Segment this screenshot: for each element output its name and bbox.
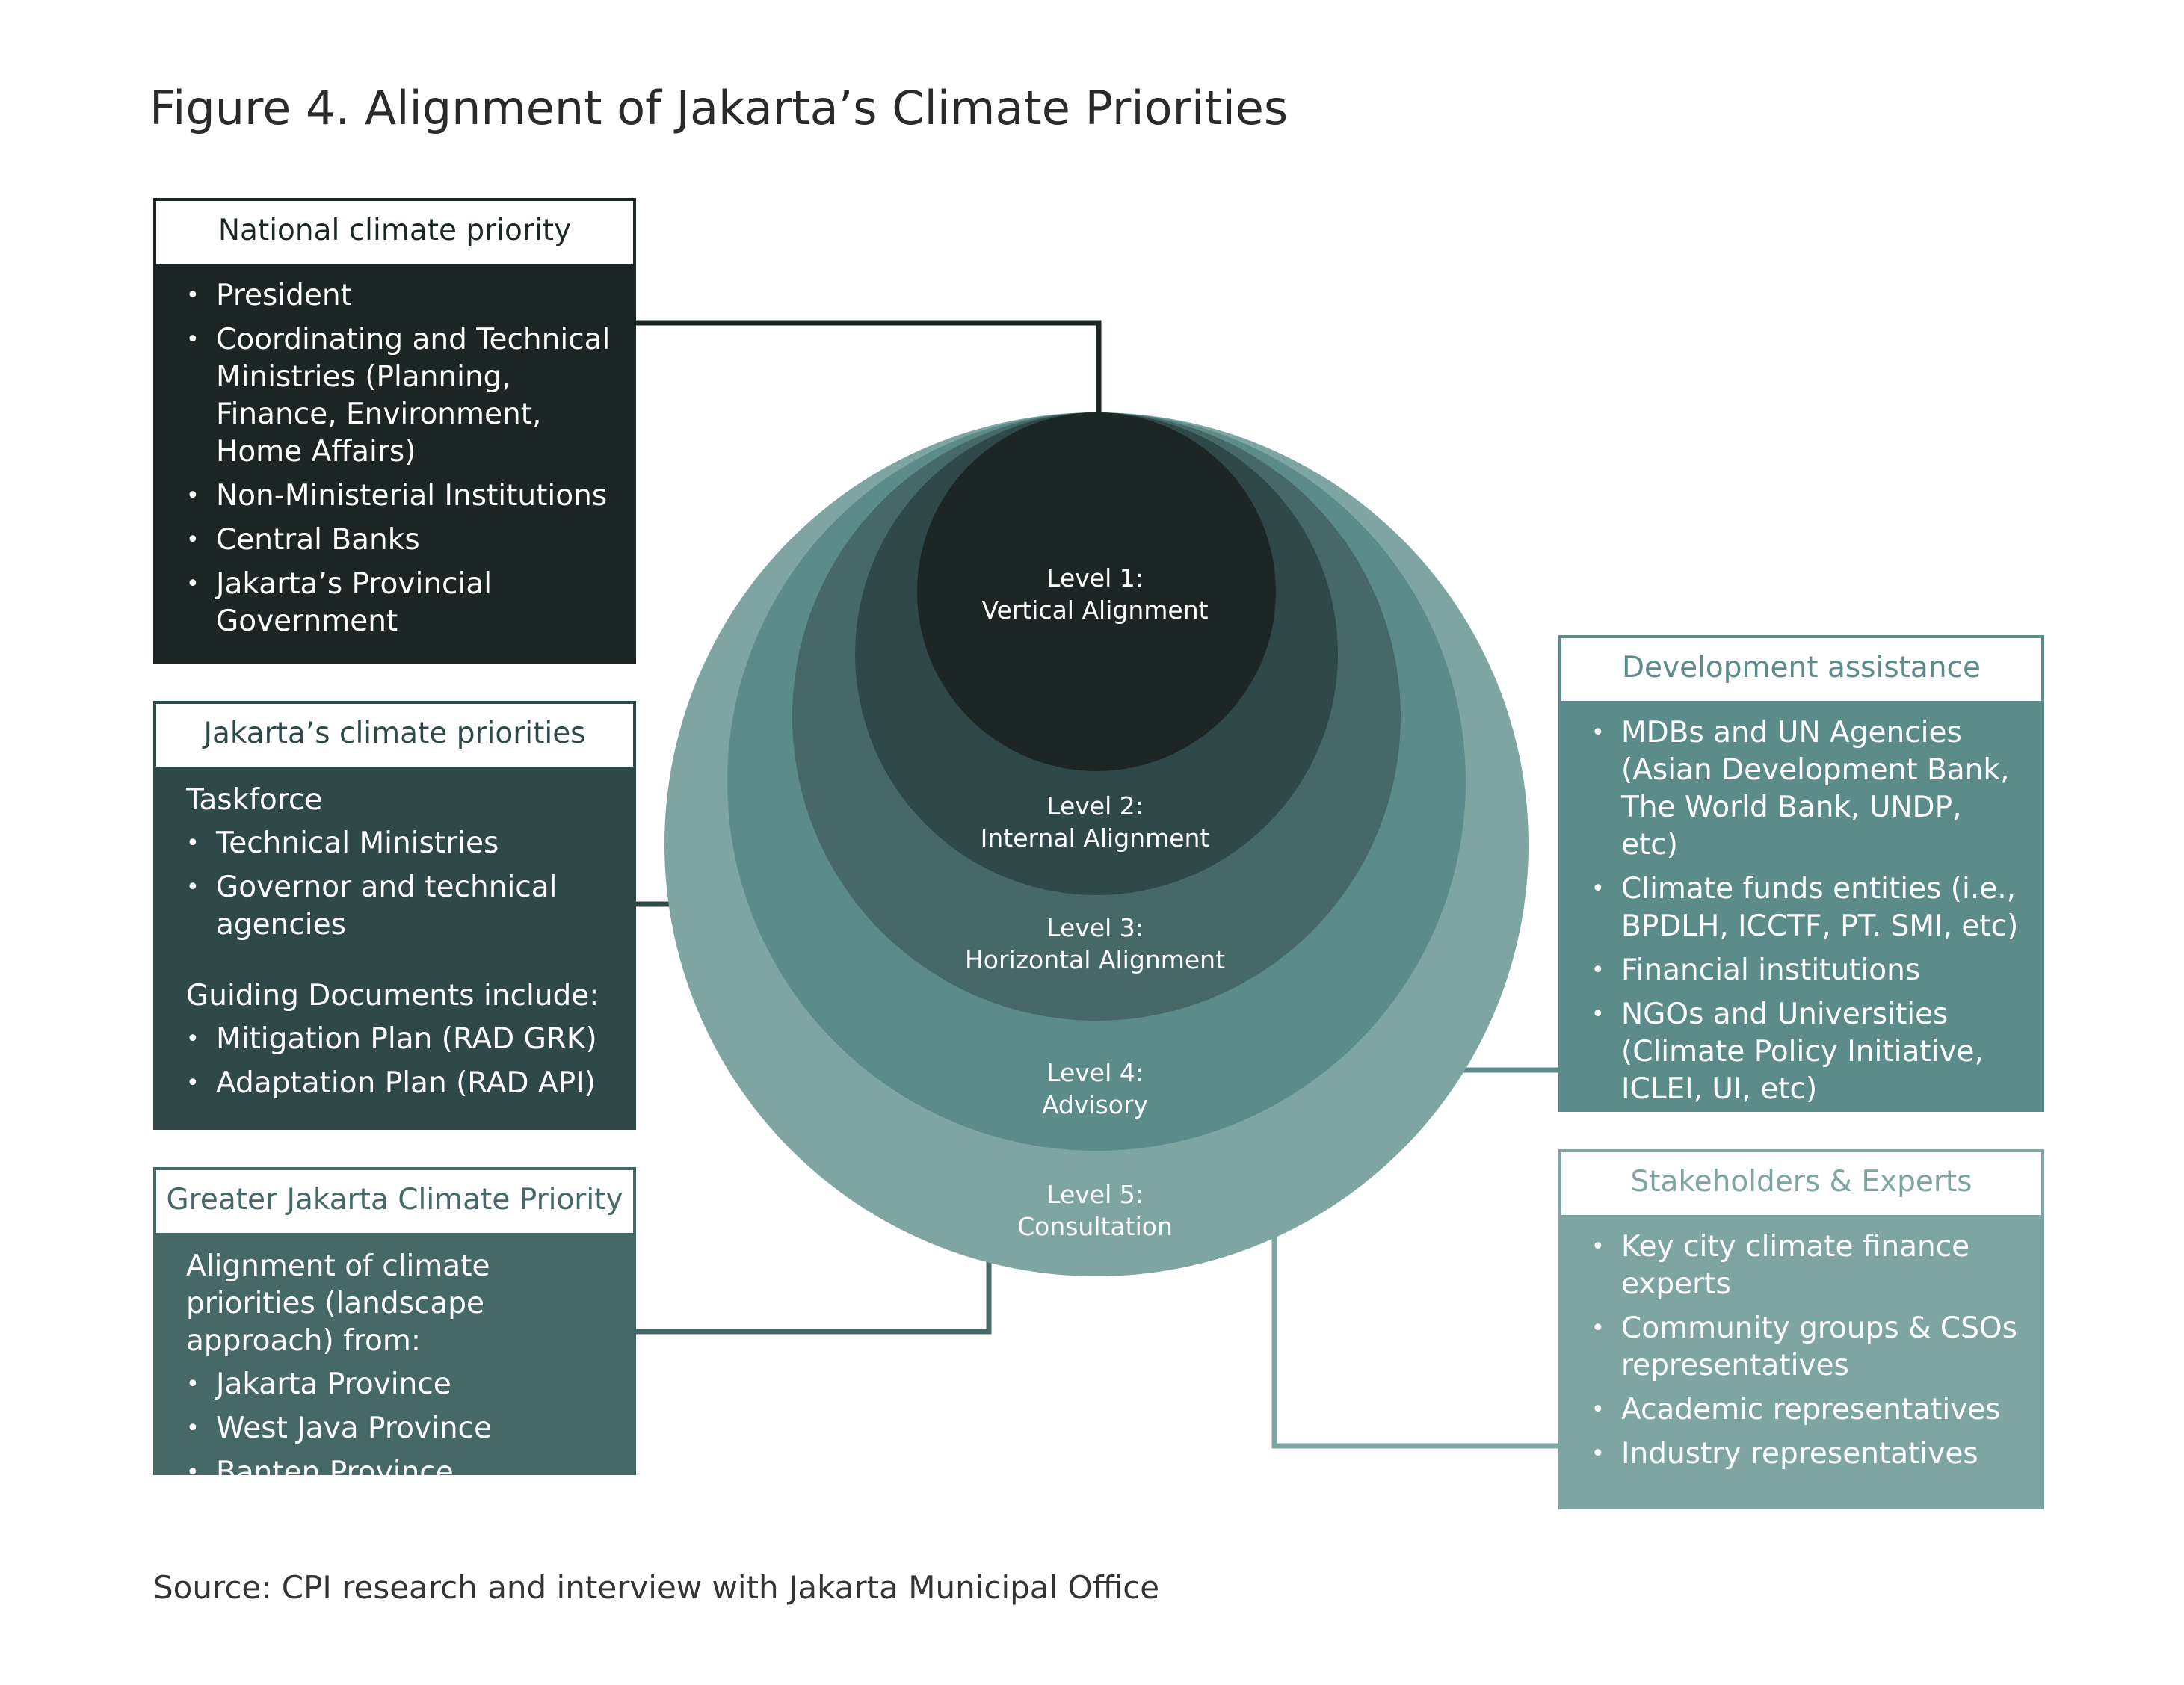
greater-jakarta-body: Alignment of climate priorities (landsca… bbox=[156, 1233, 633, 1513]
greater-jakarta-intro: Alignment of climate priorities (landsca… bbox=[186, 1249, 490, 1358]
connector-stakeholders bbox=[1271, 1233, 1560, 1449]
jakarta-priorities-box: Jakarta’s climate priorities Taskforce T… bbox=[153, 701, 636, 1130]
development-assistance-header: Development assistance bbox=[1561, 638, 2041, 701]
national-priority-box: National climate priority President Coor… bbox=[153, 198, 636, 664]
list-item: Non-Ministerial Institutions bbox=[186, 477, 615, 515]
list-item: Technical Ministries bbox=[186, 825, 615, 862]
connector-national bbox=[636, 320, 1102, 415]
list-item: Community groups & CSOs representatives bbox=[1591, 1310, 2023, 1385]
stakeholders-body: Key city climate finance experts Communi… bbox=[1561, 1215, 2041, 1494]
development-assistance-box: Development assistance MDBs and UN Agenc… bbox=[1558, 635, 2044, 1112]
national-priority-list: President Coordinating and Technical Min… bbox=[186, 277, 615, 640]
list-item: Jakarta Province bbox=[186, 1366, 615, 1403]
level-5-title: Consultation bbox=[1017, 1212, 1173, 1241]
level-2-label: Level 2: Internal Alignment bbox=[981, 791, 1210, 853]
list-item: West Java Province bbox=[186, 1410, 615, 1447]
list-item: Academic representatives bbox=[1591, 1391, 2023, 1429]
list-item: Banten Province bbox=[186, 1454, 615, 1491]
national-priority-body: President Coordinating and Technical Min… bbox=[156, 264, 633, 662]
list-item: Central Banks bbox=[186, 522, 615, 559]
taskforce-subhead: Taskforce bbox=[186, 783, 323, 817]
list-item: Financial institutions bbox=[1591, 952, 2023, 989]
list-item: President bbox=[186, 277, 615, 315]
source-note: Source: CPI research and interview with … bbox=[153, 1569, 1160, 1606]
level-5-label: Level 5: Consultation bbox=[1017, 1180, 1173, 1241]
list-item: Jakarta’s Provincial Government bbox=[186, 566, 615, 640]
jakarta-priorities-header: Jakarta’s climate priorities bbox=[156, 704, 633, 767]
guiding-documents-list: Mitigation Plan (RAD GRK) Adaptation Pla… bbox=[186, 1021, 615, 1102]
development-assistance-list: MDBs and UN Agencies (Asian Development … bbox=[1591, 714, 2023, 1108]
development-assistance-body: MDBs and UN Agencies (Asian Development … bbox=[1561, 701, 2041, 1130]
level-1-label: Level 1: Vertical Alignment bbox=[981, 563, 1208, 625]
level-2-name: Level 2: bbox=[1046, 791, 1144, 820]
list-item: Adaptation Plan (RAD API) bbox=[186, 1065, 615, 1102]
level-4-name: Level 4: bbox=[1046, 1058, 1144, 1087]
figure-title: Figure 4. Alignment of Jakarta’s Climate… bbox=[149, 81, 1289, 135]
level-1-name: Level 1: bbox=[1046, 563, 1144, 593]
list-item: Governor and technical agencies bbox=[186, 869, 615, 944]
list-item: MDBs and UN Agencies (Asian Development … bbox=[1591, 714, 2023, 864]
greater-jakarta-box: Greater Jakarta Climate Priority Alignme… bbox=[153, 1167, 636, 1491]
taskforce-list: Technical Ministries Governor and techni… bbox=[186, 825, 615, 944]
list-item: Mitigation Plan (RAD GRK) bbox=[186, 1021, 615, 1058]
guiding-documents-subhead: Guiding Documents include: bbox=[186, 979, 599, 1012]
list-item: NGOs and Universities (Climate Policy In… bbox=[1591, 996, 2023, 1108]
level-4-label: Level 4: Advisory bbox=[1042, 1058, 1148, 1119]
stakeholders-box: Stakeholders & Experts Key city climate … bbox=[1558, 1149, 2044, 1509]
list-item: Industry representatives bbox=[1591, 1435, 2023, 1473]
stakeholders-list: Key city climate finance experts Communi… bbox=[1591, 1228, 2023, 1473]
jakarta-priorities-body: Taskforce Technical Ministries Governor … bbox=[156, 767, 633, 1124]
stakeholders-header: Stakeholders & Experts bbox=[1561, 1152, 2041, 1215]
list-item: Climate funds entities (i.e., BPDLH, ICC… bbox=[1591, 871, 2023, 945]
level-5-name: Level 5: bbox=[1046, 1180, 1144, 1209]
level-2-title: Internal Alignment bbox=[981, 823, 1210, 853]
level-3-name: Level 3: bbox=[1046, 913, 1144, 942]
level-3-title: Horizontal Alignment bbox=[965, 945, 1225, 974]
list-item: Coordinating and Technical Ministries (P… bbox=[186, 321, 615, 471]
level-1-circle bbox=[917, 412, 1276, 771]
national-priority-header: National climate priority bbox=[156, 201, 633, 264]
level-3-label: Level 3: Horizontal Alignment bbox=[965, 913, 1225, 974]
greater-jakarta-header: Greater Jakarta Climate Priority bbox=[156, 1170, 633, 1233]
list-item: Key city climate finance experts bbox=[1591, 1228, 2023, 1303]
level-4-title: Advisory bbox=[1042, 1090, 1148, 1119]
level-1-title: Vertical Alignment bbox=[981, 596, 1208, 625]
greater-jakarta-list: Jakarta Province West Java Province Bant… bbox=[186, 1366, 615, 1491]
